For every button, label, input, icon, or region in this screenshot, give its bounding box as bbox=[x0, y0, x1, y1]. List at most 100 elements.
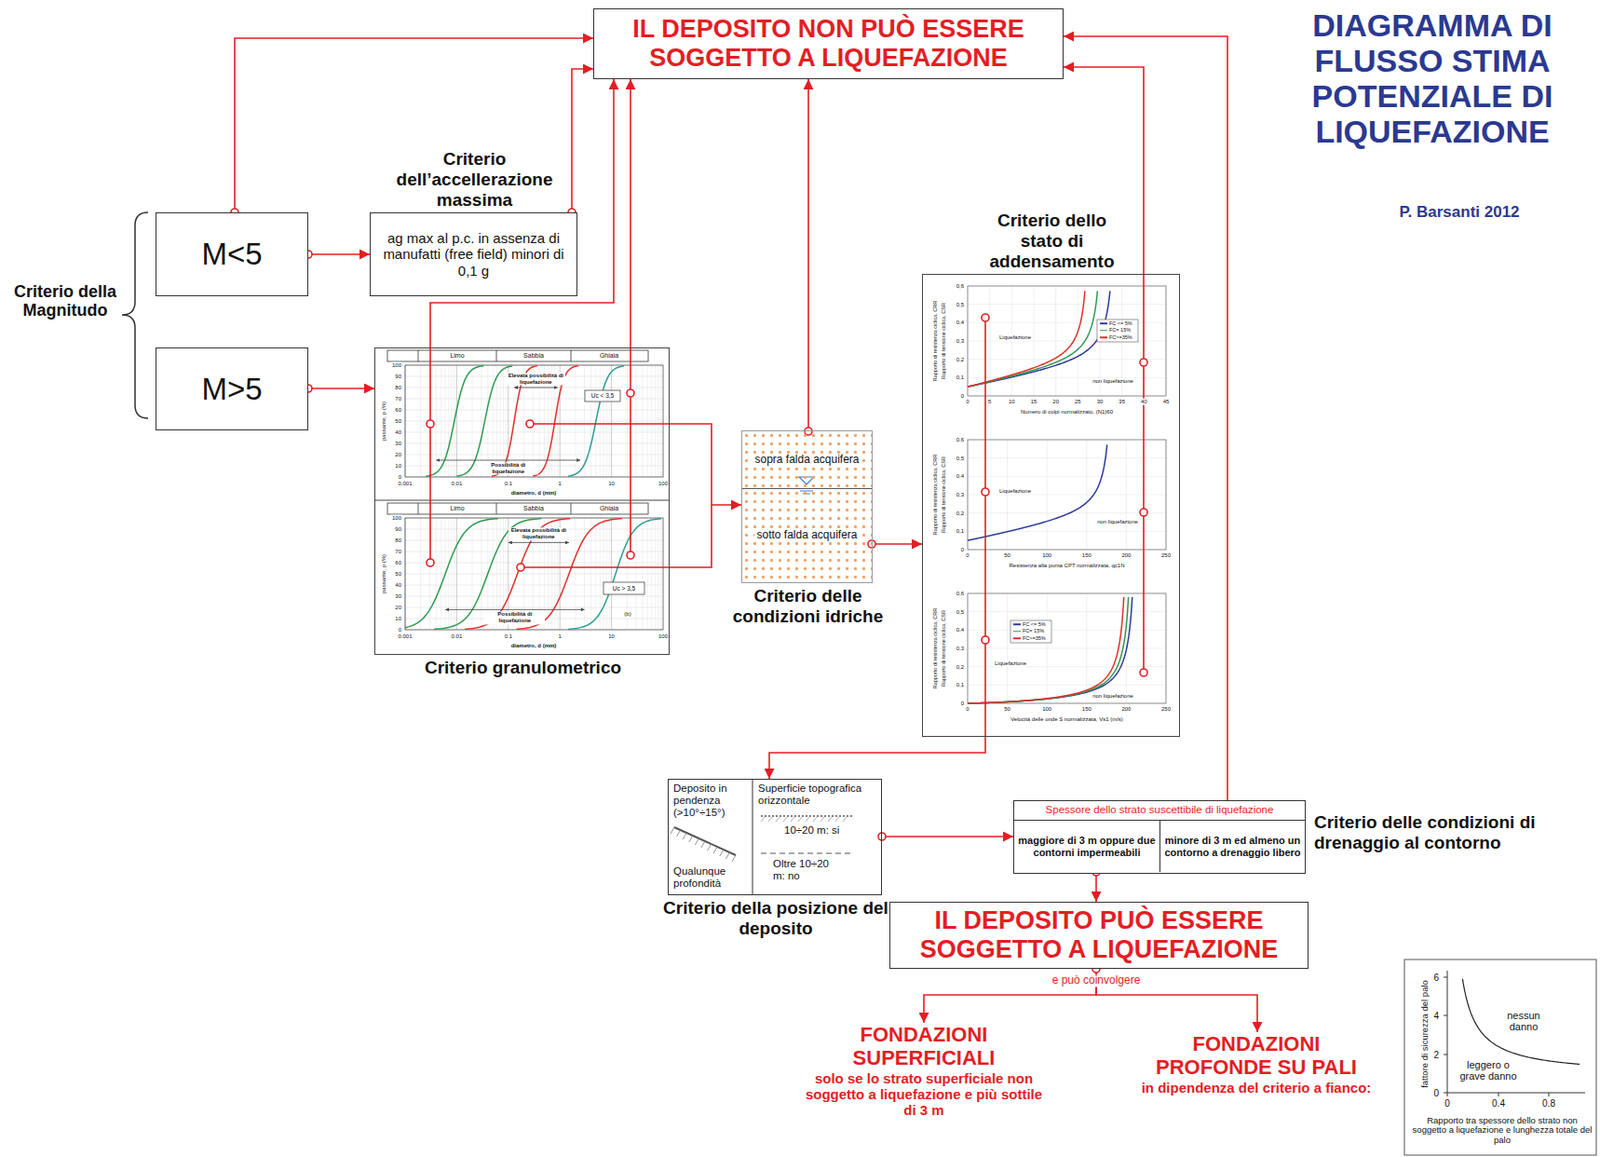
tick-label: 6 bbox=[1432, 972, 1440, 983]
grid-line bbox=[647, 517, 649, 630]
node-text: FONDAZIONI SUPERFICIALI bbox=[807, 1022, 1041, 1071]
connector-dot bbox=[1139, 508, 1148, 516]
grid-line bbox=[626, 365, 628, 477]
slope-hatch bbox=[689, 835, 693, 842]
range-arrow bbox=[435, 460, 581, 462]
grid-line bbox=[1006, 439, 1008, 550]
legend-swatch bbox=[1099, 323, 1108, 326]
region-label: non liquefazione bbox=[1091, 692, 1135, 700]
grid-line bbox=[574, 517, 576, 630]
legend-text: FC= 15% bbox=[1109, 326, 1131, 333]
tick-label: 100 bbox=[391, 515, 403, 522]
leader-line bbox=[669, 504, 712, 568]
range-note: Elevata possibilità di liquefazione bbox=[508, 528, 569, 541]
grid-line bbox=[405, 454, 664, 456]
node-text: sopra falda acquifera bbox=[752, 453, 861, 467]
grid-line bbox=[405, 443, 664, 445]
plot-frame bbox=[967, 593, 1167, 704]
tick-label: 90 bbox=[393, 526, 403, 533]
legend-entry: FC>=35% bbox=[1099, 335, 1133, 341]
tick-label: 100 bbox=[1041, 705, 1053, 713]
grid-line bbox=[1046, 439, 1048, 550]
magnitude-box: M<5 bbox=[155, 212, 309, 297]
grid-line bbox=[405, 551, 664, 553]
flow-connector bbox=[807, 79, 810, 432]
grid-line bbox=[405, 573, 664, 575]
node-text: minore di 3 m ed almeno un contorno a dr… bbox=[1160, 834, 1305, 858]
grid-line bbox=[1085, 439, 1087, 550]
tick-label: 50 bbox=[393, 570, 403, 578]
legend-swatch bbox=[1013, 623, 1021, 626]
flow-connector bbox=[308, 253, 370, 256]
x-axis bbox=[1447, 1092, 1586, 1094]
tick-label: 0.01 bbox=[450, 633, 464, 640]
grid-line bbox=[451, 517, 453, 630]
density-chart bbox=[967, 439, 1167, 550]
grid-line bbox=[590, 517, 592, 630]
grid-line bbox=[636, 517, 638, 630]
node-text: 10÷20 m: si bbox=[784, 824, 873, 837]
panel-letter: (b) bbox=[623, 610, 632, 618]
column-divider bbox=[752, 779, 754, 895]
connector-group bbox=[234, 36, 1258, 1032]
slope-hatch bbox=[670, 827, 675, 834]
tick-label: 80 bbox=[393, 537, 403, 544]
tick-mark bbox=[1443, 976, 1448, 978]
drainage-table: Spessore dello strato suscettibile di li… bbox=[1013, 800, 1306, 874]
tick-label: 30 bbox=[393, 593, 403, 600]
tick-label: 250 bbox=[1160, 705, 1172, 713]
header-divider bbox=[570, 350, 572, 362]
grading-curve bbox=[464, 518, 570, 630]
uc-box bbox=[603, 582, 645, 595]
tick-label: 80 bbox=[393, 384, 403, 392]
connector-dot bbox=[1139, 358, 1148, 367]
tick-label: 0,2 bbox=[955, 355, 965, 363]
node-text: sotto falda acquifera bbox=[754, 528, 859, 543]
tick-label: 5 bbox=[987, 398, 992, 406]
range-arrow bbox=[508, 542, 570, 543]
grid-line bbox=[660, 517, 662, 630]
connector-dot bbox=[516, 563, 525, 571]
uc-label: Uc < 3,5 bbox=[590, 392, 615, 399]
tick-label: 30 bbox=[393, 440, 403, 448]
axis-title: passante, p (%) bbox=[380, 553, 388, 595]
column-header: Ghiaia bbox=[598, 504, 620, 513]
connector-dot bbox=[526, 420, 534, 428]
group-label: Criterio della Magnitudo bbox=[11, 283, 121, 321]
tick-label: 90 bbox=[393, 373, 403, 380]
grid-line bbox=[967, 494, 1167, 496]
resistance-curve bbox=[967, 596, 1129, 704]
tick-label: 150 bbox=[1081, 552, 1093, 559]
water-band: sotto falda acquifera bbox=[742, 488, 872, 583]
grid-line bbox=[405, 387, 664, 389]
node-text: IL DEPOSITO NON PUÒ ESSERE SOGGETTO A LI… bbox=[603, 14, 1054, 73]
tick-label: 0 bbox=[960, 546, 965, 554]
tick-label: 25 bbox=[1073, 398, 1083, 406]
tick-label: 40 bbox=[393, 582, 403, 589]
flow-connector bbox=[871, 542, 923, 545]
grid-line bbox=[405, 562, 664, 564]
tick-label: 10 bbox=[1007, 398, 1017, 406]
grid-line bbox=[1077, 285, 1079, 396]
grid-line bbox=[595, 517, 597, 630]
grid-line bbox=[660, 365, 662, 477]
column-header: Limo bbox=[448, 352, 465, 360]
grid-line bbox=[967, 665, 1167, 667]
illustration bbox=[122, 212, 1597, 1155]
tick-label: 250 bbox=[1160, 552, 1172, 559]
axis-title: Velocità delle onde S normalizzata, Vs1 … bbox=[1009, 716, 1125, 723]
tick-label: 0,4 bbox=[955, 319, 965, 326]
tick-label: 10 bbox=[607, 480, 616, 488]
grid-line bbox=[636, 365, 638, 477]
legend-text: FC <= 5% bbox=[1022, 621, 1046, 627]
grid-line bbox=[405, 420, 664, 422]
region-label: Liquefazione bbox=[998, 488, 1032, 495]
node-text: solo se lo strato superficiale non sogge… bbox=[802, 1070, 1045, 1119]
grid-line bbox=[606, 517, 608, 630]
node-text: M>5 bbox=[201, 371, 262, 407]
surface-hatch bbox=[768, 816, 773, 822]
tick-label: 0 bbox=[960, 393, 965, 400]
tick-label: 0.1 bbox=[503, 480, 514, 488]
diagram-title: DIAGRAMMA DI FLUSSO STIMA POTENZIALE DI … bbox=[1268, 7, 1597, 150]
axis-title: Rapporto di resistenza ciclica, CRR bbox=[932, 607, 938, 691]
